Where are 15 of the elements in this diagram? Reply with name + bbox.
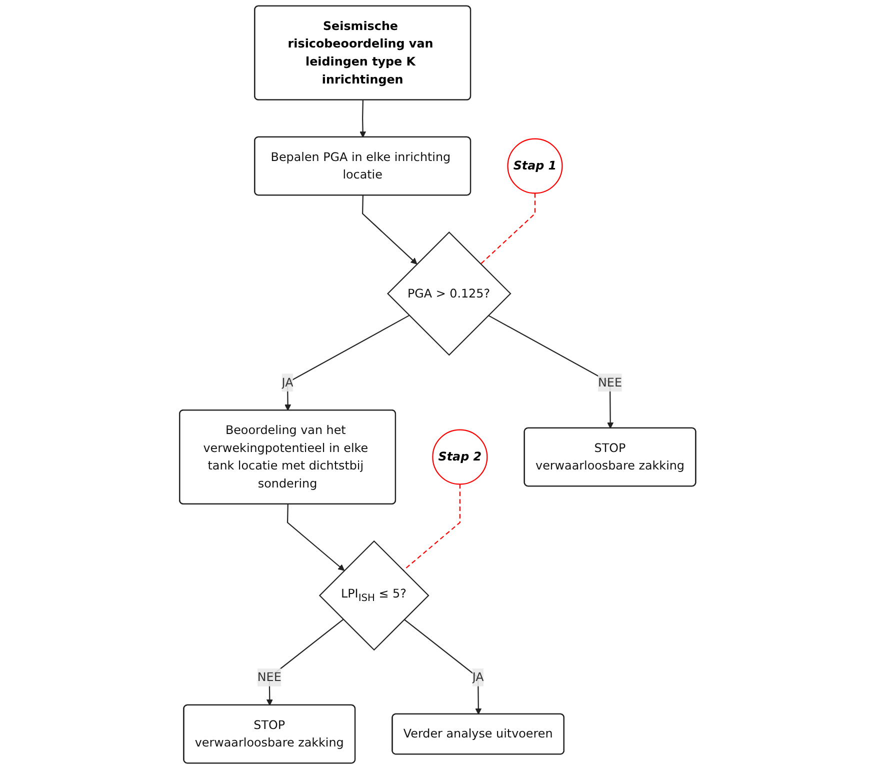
edge-label: NEE	[598, 375, 622, 390]
arrow	[488, 314, 614, 429]
connector	[402, 484, 460, 571]
arrow	[284, 314, 410, 411]
connector	[480, 193, 536, 264]
arrow	[359, 100, 366, 138]
arrow	[362, 195, 418, 264]
arrow	[266, 618, 344, 706]
node-diamond: LPI$_{ISH}$ ≤ 5?	[318, 540, 430, 651]
node-circle: Stap 1	[507, 138, 563, 194]
arrow	[404, 618, 482, 715]
edge-label: NEE	[257, 670, 282, 684]
arrow	[286, 504, 344, 571]
node-circle: Stap 2	[432, 429, 488, 485]
node-diamond: PGA > 0.125?	[386, 231, 512, 356]
